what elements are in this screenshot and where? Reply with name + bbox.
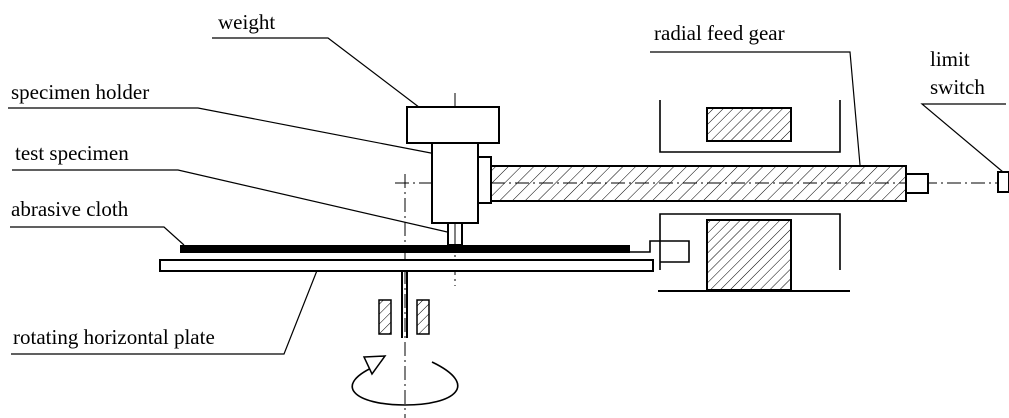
label-test-specimen: test specimen — [15, 141, 129, 165]
label-abrasive-cloth: abrasive cloth — [11, 197, 129, 221]
specimen-holder — [431, 142, 479, 224]
limit-switch — [997, 171, 1009, 193]
label-radial-feed-gear: radial feed gear — [654, 21, 785, 45]
rotation-arrow-icon — [351, 355, 459, 406]
leader-rotating-plate — [11, 267, 319, 355]
spindle-assembly — [378, 271, 430, 338]
label-weight: weight — [218, 10, 275, 34]
leader-weight — [212, 37, 429, 115]
leader-radial-feed-gear — [650, 51, 861, 166]
upper-feed-housing — [659, 100, 841, 153]
leader-specimen-holder — [8, 107, 437, 155]
holder-nut — [477, 156, 492, 204]
test-specimen — [447, 222, 463, 246]
rotating-horizontal-plate — [159, 259, 654, 272]
leader-test-specimen — [12, 169, 457, 235]
leader-limit-switch — [920, 103, 1006, 173]
label-limit-switch-line1: limit — [930, 47, 970, 71]
leader-abrasive-cloth — [10, 226, 185, 246]
abrasive-cloth — [180, 245, 630, 253]
radial-feed-screw — [490, 165, 907, 202]
lower-feed-housing — [630, 213, 850, 292]
screw-end-stub — [905, 173, 929, 194]
label-limit-switch-line2: switch — [930, 75, 985, 99]
label-rotating-horizontal-plate: rotating horizontal plate — [13, 325, 215, 349]
label-specimen-holder: specimen holder — [11, 80, 149, 104]
weight-block — [406, 106, 500, 144]
